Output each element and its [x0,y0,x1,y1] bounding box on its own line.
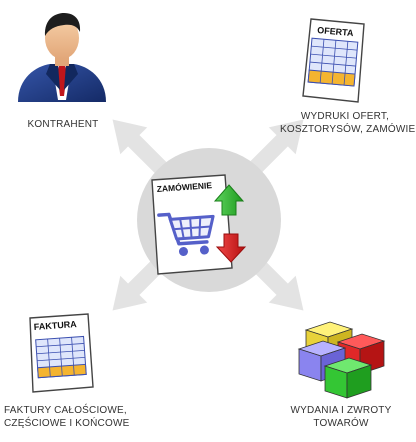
label-kontrahent: KONTRAHENT [10,118,116,131]
down-arrow-icon [215,233,247,263]
offer-document-icon: OFERTA [302,18,365,103]
up-arrow-icon [213,184,245,216]
colored-cubes-icon [297,321,386,399]
order-document-icon: ZAMÓWIENIE [151,174,233,275]
invoice-document-title: FAKTURA [33,319,77,332]
label-wydruki-line1: WYDRUKI OFERT, [300,111,390,122]
order-document-title: ZAMÓWIENIE [156,179,212,194]
label-wydania: WYDANIA I ZWROTY TOWARÓW [286,404,396,430]
label-wydania-line2: TOWARÓW [313,418,369,429]
label-wydania-line1: WYDANIA I ZWROTY [290,405,392,416]
shopping-cart-icon [157,212,215,257]
label-wydruki: WYDRUKI OFERT, KOSZTORYSÓW, ZAMÓWIEŃ [280,110,416,136]
label-faktury-line2: CZĘŚCIOWE I KOŃCOWE [4,418,130,429]
label-wydruki-line2: KOSZTORYSÓW, ZAMÓWIEŃ [280,124,416,135]
offer-document-title: OFERTA [317,25,355,38]
label-faktury-line1: FAKTURY CAŁOŚCIOWE, [4,405,127,416]
green-cube [323,357,373,399]
label-faktury: FAKTURY CAŁOŚCIOWE, CZĘŚCIOWE I KOŃCOWE [4,404,130,430]
invoice-document-icon: FAKTURA [29,313,94,393]
businessman-icon [18,13,106,102]
label-kontrahent-line1: KONTRAHENT [27,119,99,130]
